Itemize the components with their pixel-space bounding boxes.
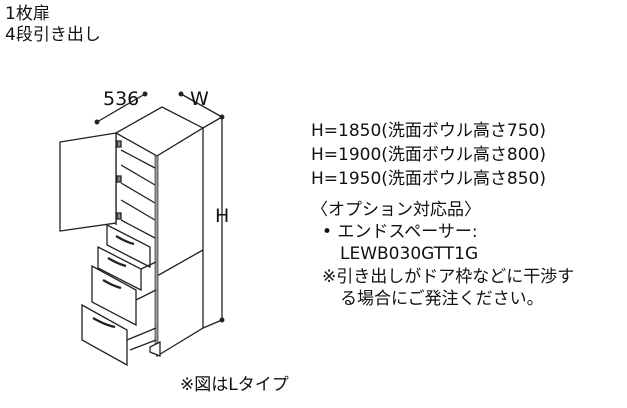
depth-label: 536	[103, 88, 140, 110]
figure-caption: ※図はLタイプ	[180, 375, 289, 395]
cabinet-side	[156, 126, 204, 358]
option-item-label: • エンドスペーサー:	[322, 222, 478, 242]
depth-dimension-line	[94, 91, 148, 125]
height-option-1850: H=1850(洗面ボウル高さ750)	[311, 121, 547, 141]
option-title: 〈オプション対応品〉	[311, 200, 481, 220]
option-note-line2: る場合にご発注ください。	[340, 289, 544, 309]
option-note-line1: ※引き出しがドア枠などに干渉す	[322, 267, 575, 287]
drawer-3	[91, 264, 157, 327]
height-option-1900: H=1900(洗面ボウル高さ800)	[311, 145, 547, 165]
door-count-label: 1枚扉	[5, 4, 50, 24]
open-door	[59, 132, 117, 232]
drawer-count-label: 4段引き出し	[5, 25, 101, 45]
drawer-4	[81, 303, 157, 367]
width-label: W	[190, 88, 209, 110]
width-dimension-line	[178, 91, 225, 120]
height-option-1950: H=1950(洗面ボウル高さ850)	[311, 169, 547, 189]
height-dimension-line	[202, 116, 225, 329]
drawer-1	[106, 223, 151, 269]
drawer-2	[97, 245, 157, 292]
height-label: H	[215, 205, 230, 227]
option-item-code: LEWB030GTT1G	[340, 244, 479, 264]
